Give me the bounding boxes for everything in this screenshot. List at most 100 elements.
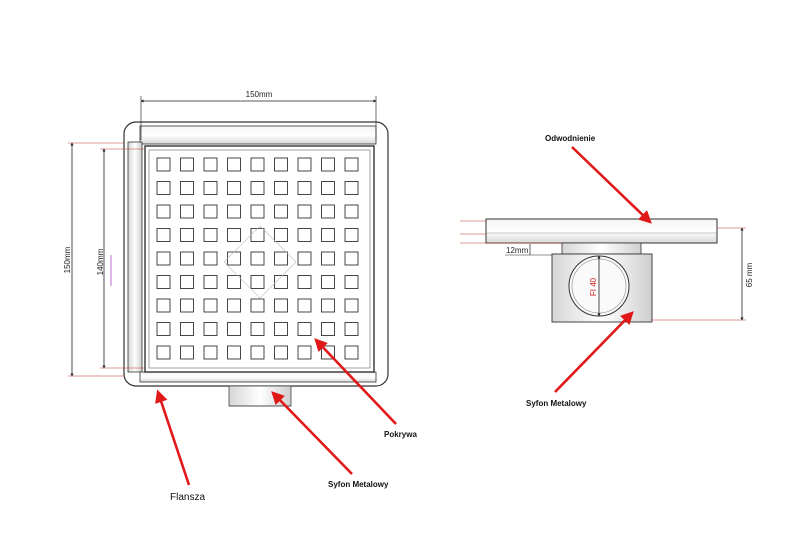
grate-hole — [321, 204, 335, 219]
label-syfon-side: Syfon Metalowy — [526, 399, 587, 408]
grate-hole — [180, 251, 194, 266]
arrow-syfon-front — [271, 391, 353, 475]
grate-cover-inner — [148, 149, 371, 369]
grate-hole — [227, 228, 241, 242]
side-neck — [561, 242, 642, 255]
grate-hole — [180, 345, 194, 360]
grate-hole — [156, 322, 171, 336]
grate-hole — [250, 181, 265, 195]
dim-left-outer-label: 150mm — [63, 246, 72, 273]
flange-bottom-rail — [139, 371, 377, 383]
grate-hole — [227, 298, 241, 313]
grate-hole — [203, 204, 218, 219]
grate-hole — [274, 157, 288, 172]
flange-left-rail — [127, 141, 143, 373]
grate-hole — [227, 275, 241, 289]
arrow-odwodnienie — [571, 146, 652, 224]
grate-hole — [274, 181, 288, 195]
grate-hole — [203, 181, 218, 195]
grate-hole — [250, 251, 265, 266]
grate-hole — [250, 298, 265, 313]
grate-hole — [227, 181, 241, 195]
grate-hole — [344, 181, 359, 195]
grate-hole — [203, 322, 218, 336]
arrow-flansza — [155, 389, 191, 486]
grate-holes — [156, 157, 359, 360]
front-view: 150mm 150mm 140mm Flansza Syfon Metalowy… — [63, 90, 417, 503]
grate-hole — [227, 322, 241, 336]
grate-hole — [203, 251, 218, 266]
grate-hole — [297, 298, 312, 313]
grate-hole — [274, 345, 288, 360]
grate-hole — [344, 322, 359, 336]
grate-hole — [156, 181, 171, 195]
grate-hole — [321, 275, 335, 289]
grate-hole — [321, 157, 335, 172]
grate-hole — [250, 204, 265, 219]
grate-hole — [156, 345, 171, 360]
arrow-pokrywa — [314, 338, 397, 425]
label-syfon-front: Syfon Metalowy — [328, 480, 389, 489]
grate-hole — [156, 298, 171, 313]
grate-hole — [297, 181, 312, 195]
grate-hole — [297, 275, 312, 289]
grate-hole — [344, 298, 359, 313]
grate-hole — [344, 204, 359, 219]
grate-hole — [297, 228, 312, 242]
grate-hole — [274, 275, 288, 289]
grate-hole — [297, 251, 312, 266]
grate-hole — [180, 181, 194, 195]
grate-hole — [180, 322, 194, 336]
grate-hole — [203, 157, 218, 172]
grate-center-outline — [223, 225, 297, 299]
dim-top-label: 150mm — [246, 90, 273, 99]
grate-hole — [321, 322, 335, 336]
grate-hole — [321, 228, 335, 242]
dim-12mm-label: 12mm — [506, 246, 529, 255]
grate-hole — [227, 345, 241, 360]
grate-hole — [227, 157, 241, 172]
grate-hole — [250, 228, 265, 242]
grate-hole — [156, 157, 171, 172]
grate-hole — [180, 204, 194, 219]
grate-hole — [180, 275, 194, 289]
grate-hole — [274, 322, 288, 336]
grate-hole — [321, 298, 335, 313]
grate-hole — [344, 275, 359, 289]
grate-hole — [274, 298, 288, 313]
label-flansza: Flansza — [170, 492, 205, 503]
grate-hole — [227, 204, 241, 219]
grate-hole — [297, 345, 312, 360]
grate-hole — [227, 251, 241, 266]
grate-hole — [180, 298, 194, 313]
grate-hole — [203, 298, 218, 313]
grate-hole — [274, 251, 288, 266]
dim-65mm-label: 65 mm — [745, 262, 754, 287]
grate-hole — [250, 345, 265, 360]
flange-top-rail — [139, 125, 377, 145]
grate-hole — [321, 251, 335, 266]
grate-hole — [250, 322, 265, 336]
grate-hole — [274, 228, 288, 242]
dim-pipe-label: FI 40 — [589, 277, 598, 296]
grate-hole — [203, 345, 218, 360]
grate-hole — [344, 251, 359, 266]
grate-hole — [156, 228, 171, 242]
arrow-syfon-side — [554, 311, 634, 393]
grate-hole — [344, 345, 359, 360]
grate-hole — [344, 228, 359, 242]
dim-left-inner-label: 140mm — [96, 248, 105, 275]
grate-hole — [321, 181, 335, 195]
grate-hole — [297, 322, 312, 336]
grate-hole — [156, 275, 171, 289]
side-cover-plate — [485, 218, 718, 244]
side-view: FI 40 12mm 65 mm Odwodnienie Syfon Metal… — [460, 134, 754, 408]
label-odwodnienie: Odwodnienie — [545, 134, 596, 143]
grate-hole — [156, 251, 171, 266]
grate-hole — [203, 228, 218, 242]
grate-hole — [344, 157, 359, 172]
grate-hole — [250, 157, 265, 172]
grate-hole — [156, 204, 171, 219]
grate-hole — [180, 157, 194, 172]
